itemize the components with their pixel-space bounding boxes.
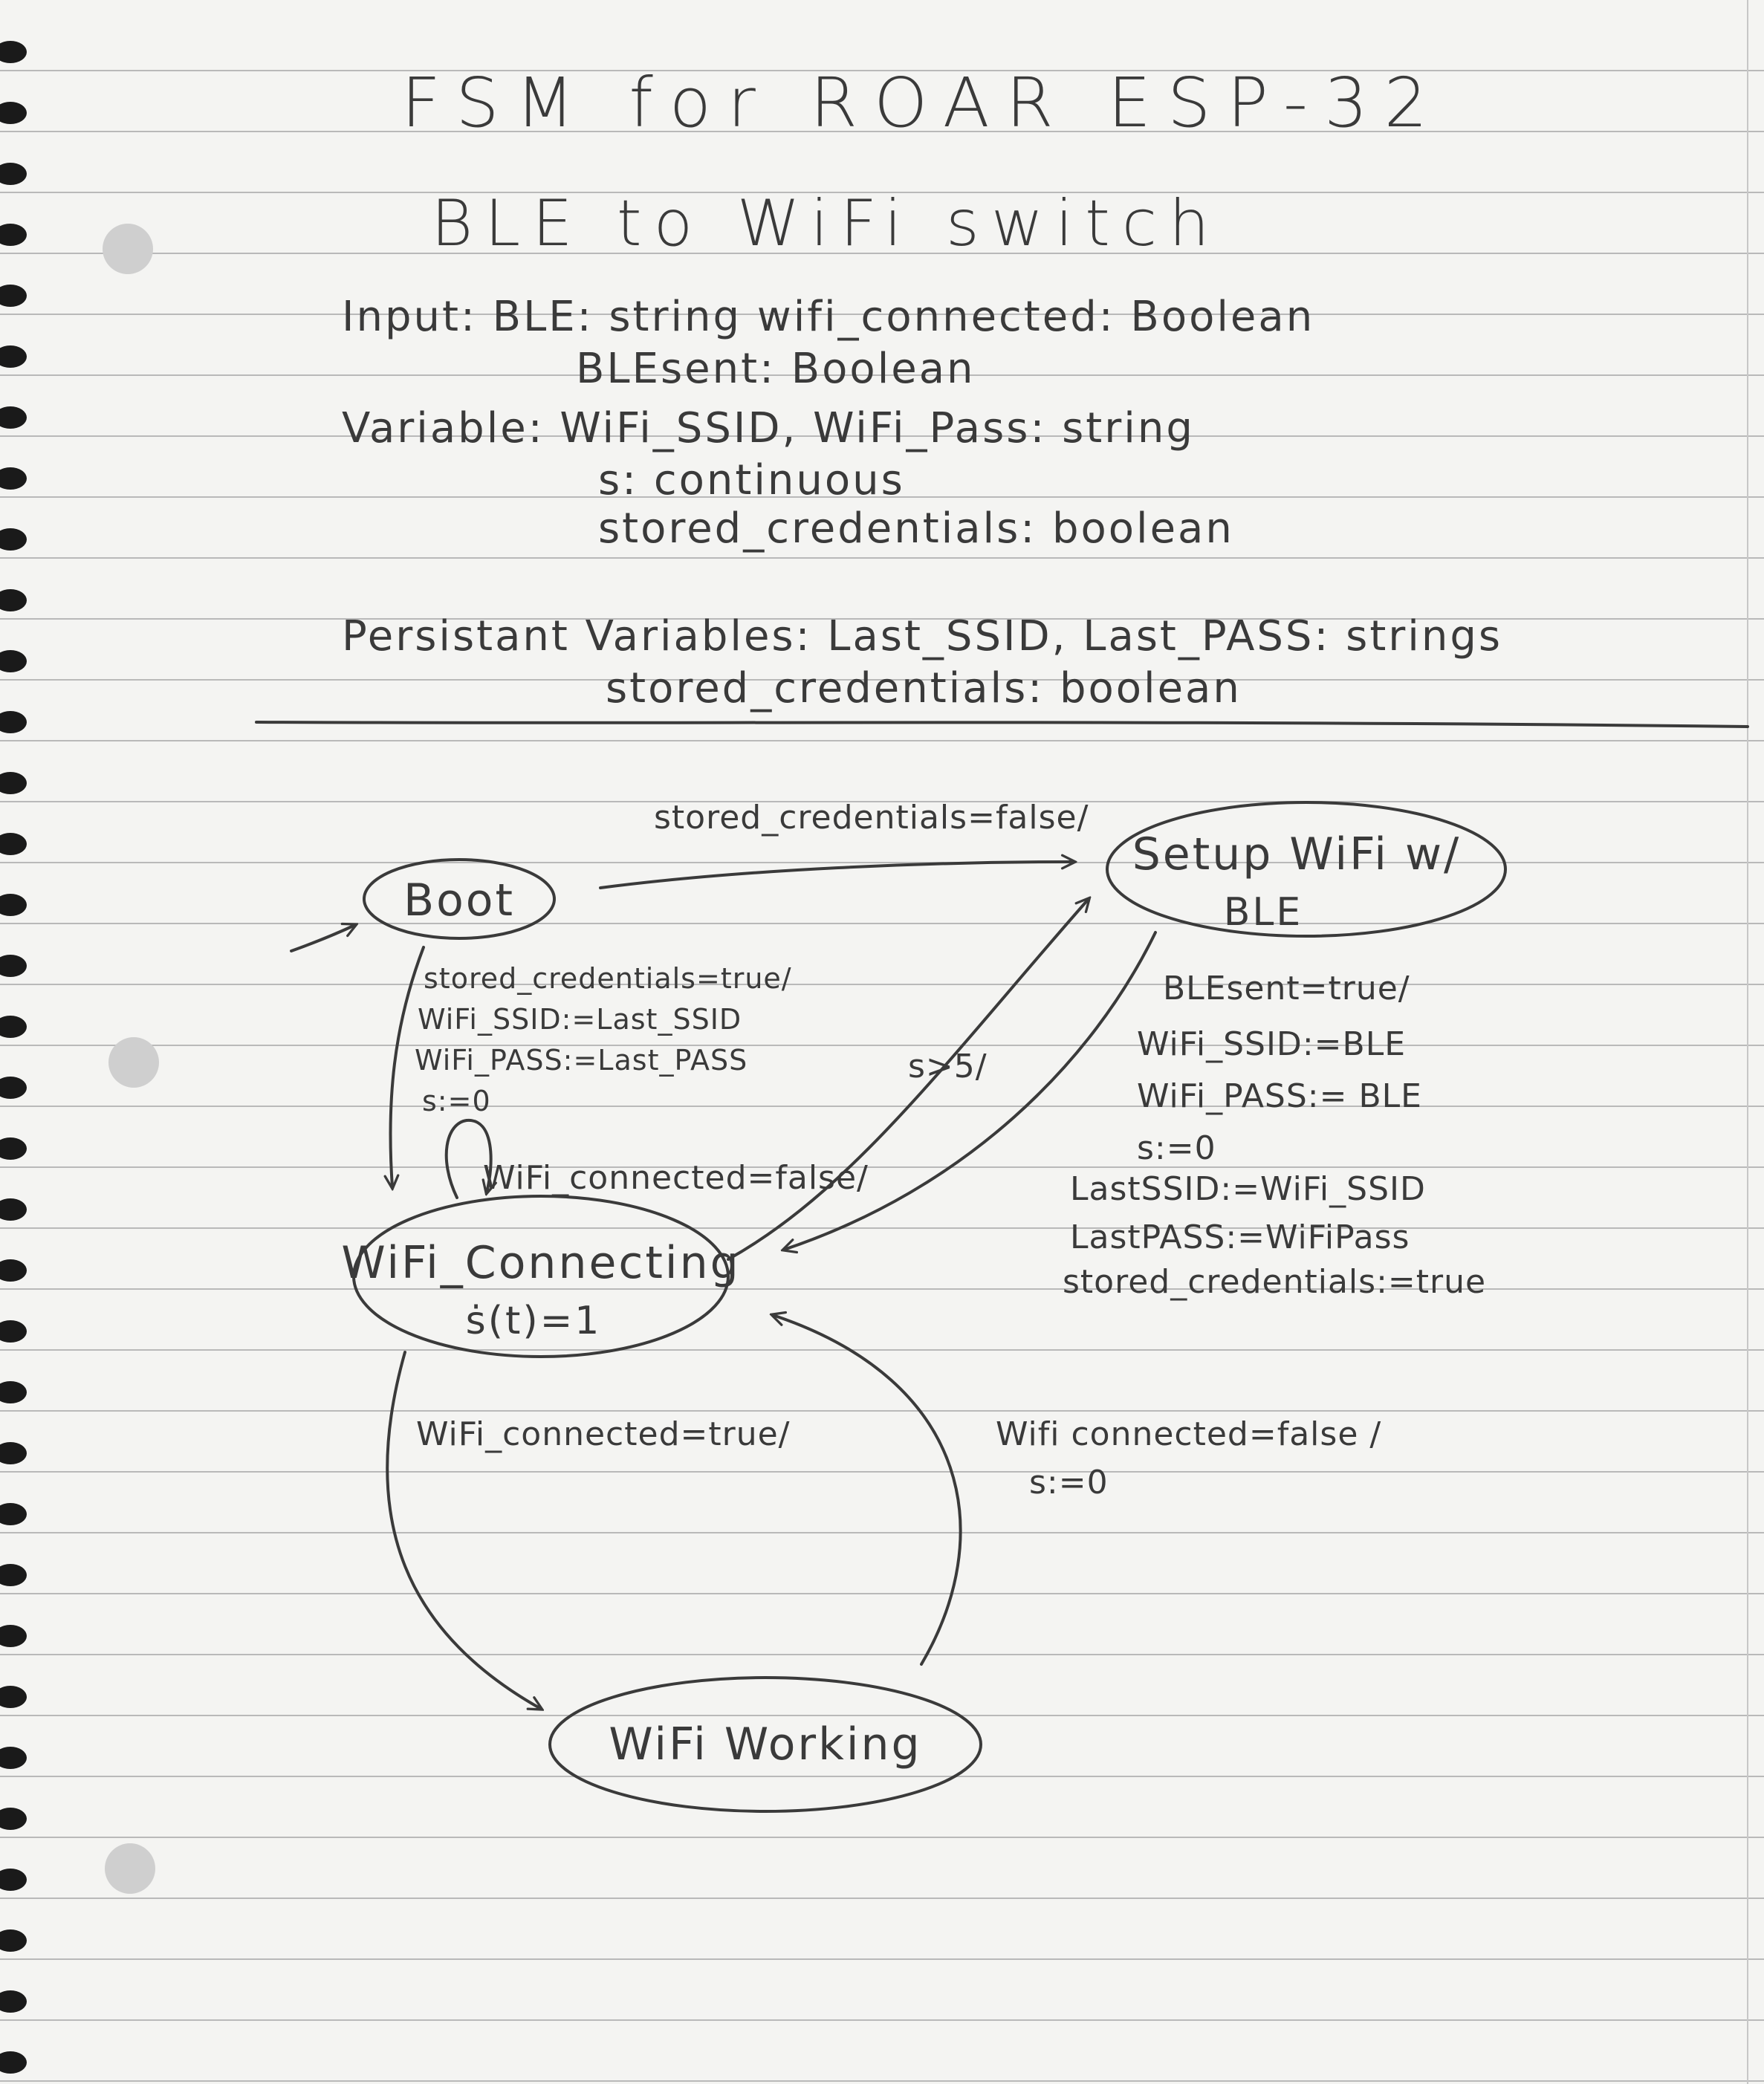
state-working-label: WiFi Working [609,1718,921,1770]
spiral-ring [0,345,27,368]
spiral-ring [0,1259,27,1282]
edge-setup-to-connecting [784,931,1157,1250]
spiral-ring [0,833,27,855]
edge-working-to-connecting [773,1315,962,1666]
edge-setup-to-connecting-label-3: WiFi_PASS:= BLE [1137,1077,1422,1115]
spiral-ring [0,1442,27,1464]
spiral-ring [0,1077,27,1099]
spiral-ring [0,1625,27,1647]
edge-setup-to-connecting-label-6: LastPASS:=WiFiPass [1070,1218,1410,1256]
spiral-ring [0,224,27,246]
edge-setup-to-connecting-label-1: BLEsent=true/ [1163,970,1410,1007]
spiral-ring [0,163,27,185]
state-setup-label-2: BLE [1224,890,1303,935]
input-line-1: Input: BLE: string wifi_connected: Boole… [342,293,1314,341]
variable-line-2: s: continuous [598,456,905,504]
spiral-ring [0,1808,27,1830]
spiral-ring [0,1381,27,1403]
persistent-line-2: stored_credentials: boolean [606,664,1242,712]
edge-boot-to-connecting-label-2: WiFi_SSID:=Last_SSID [418,1003,742,1036]
punch-hole [108,1037,159,1088]
variable-line-1: Variable: WiFi_SSID, WiFi_Pass: string [342,404,1195,452]
spiral-ring [0,1198,27,1221]
edge-boot-to-connecting-label-3: WiFi_PASS:=Last_PASS [415,1044,748,1077]
spiral-ring [0,711,27,733]
spiral-ring [0,528,27,551]
input-line-2: BLEsent: Boolean [576,345,976,393]
spiral-ring [0,1747,27,1769]
state-connecting-label-2: ṡ(t)=1 [466,1299,602,1343]
initial-arrow [290,925,355,952]
spiral-ring [0,589,27,611]
edge-boot-to-connecting [390,946,425,1187]
punch-hole [105,1843,155,1894]
spiral-ring [0,894,27,916]
edge-boot-to-setup-label: stored_credentials=false/ [654,799,1089,837]
spiral-ring [0,1564,27,1586]
spiral-ring [0,772,27,794]
spiral-ring [0,2051,27,2074]
edge-connecting-self-loop [444,1118,491,1199]
edge-setup-to-connecting-label-2: WiFi_SSID:=BLE [1137,1025,1406,1063]
edge-working-to-connecting-label-2: s:=0 [1029,1464,1109,1502]
state-boot-label: Boot [403,874,515,926]
spiral-ring [0,1503,27,1525]
edge-working-to-connecting-label-1: Wifi connected=false / [996,1415,1381,1453]
edge-boot-to-connecting-label-1: stored_credentials=true/ [424,962,792,995]
state-connecting-label-1: WiFi_Connecting [341,1237,740,1289]
spiral-ring [0,102,27,124]
spiral-ring [0,1137,27,1160]
variable-line-3: stored_credentials: boolean [598,504,1234,553]
spiral-ring [0,1869,27,1891]
spiral-ring [0,285,27,307]
spiral-ring [0,650,27,672]
edge-boot-to-setup [599,862,1074,889]
punch-hole [103,224,153,274]
edge-connecting-to-working-label: WiFi_connected=true/ [416,1415,790,1453]
state-setup-wifi-ble: Setup WiFi w/ BLE [1106,801,1507,938]
spiral-binding [0,41,27,2074]
section-divider [255,721,1749,728]
spiral-ring [0,41,27,63]
state-wifi-connecting: WiFi_Connecting ṡ(t)=1 [341,1195,740,1358]
edge-setup-to-connecting-label-4: s:=0 [1137,1129,1216,1167]
ruled-lines [0,70,1764,2082]
edge-setup-to-connecting-label-5: LastSSID:=WiFi_SSID [1070,1170,1426,1208]
spiral-ring [0,955,27,977]
state-wifi-working: WiFi Working [548,1676,982,1813]
spiral-ring [0,1320,27,1343]
spiral-ring [0,406,27,429]
persistent-line-1: Persistant Variables: Last_SSID, Last_PA… [342,612,1502,660]
edge-connecting-to-setup-label: s>5/ [908,1048,988,1085]
spiral-ring [0,1016,27,1038]
spiral-ring [0,467,27,490]
edge-setup-to-connecting-label-7: stored_credentials:=true [1063,1263,1486,1301]
page-title: FSM for ROAR ESP-32 [401,63,1444,143]
state-setup-label-1: Setup WiFi w/ [1132,828,1462,880]
state-boot: Boot [363,858,556,940]
spiral-ring [0,1929,27,1952]
spiral-ring [0,1686,27,1708]
page-subtitle: BLE to WiFi switch [431,186,1222,261]
edge-boot-to-connecting-label-4: s:=0 [422,1085,491,1117]
edge-connecting-self-loop-label: WiFi_connected=false/ [483,1159,869,1197]
edge-connecting-to-setup [727,899,1089,1261]
edge-connecting-to-working [386,1351,541,1709]
spiral-ring [0,1990,27,2013]
